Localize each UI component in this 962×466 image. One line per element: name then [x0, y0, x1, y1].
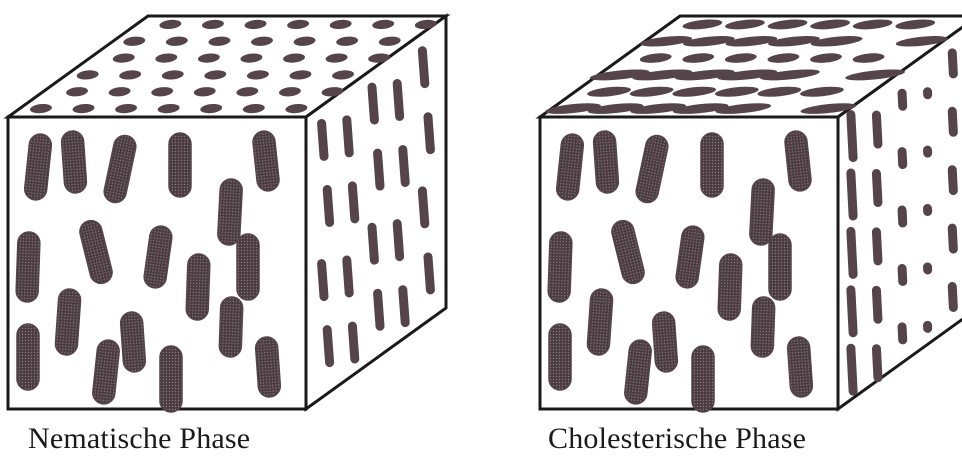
molecule-rod: [16, 232, 40, 303]
molecule-side: [948, 165, 959, 195]
molecule-rod: [55, 288, 82, 355]
molecule-rod: [749, 178, 774, 245]
molecule-rod: [701, 133, 723, 197]
molecule-side: [897, 205, 907, 227]
molecule-rod: [769, 234, 791, 300]
molecule-side: [897, 89, 907, 111]
molecule-side: [897, 264, 907, 286]
molecule-rod: [217, 178, 242, 245]
molecule-rod: [751, 297, 775, 358]
molecule-rod: [169, 133, 191, 197]
molecule-side: [948, 48, 959, 78]
molecule-rod: [718, 254, 742, 321]
cholesteric-cube: [540, 16, 962, 412]
molecule-rod: [255, 336, 281, 397]
molecule-side: [923, 262, 933, 274]
molecule-rod: [593, 130, 619, 193]
nematic-phase-label: Nematische Phase: [28, 422, 250, 456]
molecule-side: [948, 223, 959, 253]
molecule-rod: [787, 336, 813, 397]
molecule-rod: [692, 346, 714, 412]
molecule-side: [923, 321, 933, 333]
molecule-rod: [186, 254, 210, 321]
molecule-rod: [237, 234, 259, 300]
molecule-side: [923, 87, 933, 99]
molecule-side: [923, 204, 933, 216]
nematic-cube: [8, 16, 446, 412]
molecule-rod: [219, 297, 243, 358]
molecule-rod: [587, 288, 614, 355]
molecule-rod: [120, 311, 146, 372]
molecule-rod: [549, 324, 571, 390]
molecule-rod: [17, 324, 39, 390]
molecule-side: [923, 145, 933, 157]
molecule-side: [948, 282, 959, 312]
molecule-rod: [160, 346, 182, 412]
molecule-rod: [652, 311, 678, 372]
molecule-rod: [61, 130, 87, 193]
molecule-rod: [548, 232, 572, 303]
cholesteric-phase-label: Cholesterische Phase: [548, 422, 806, 456]
molecule-side: [897, 322, 907, 344]
molecule-side: [897, 147, 907, 169]
molecule-side: [948, 107, 959, 137]
